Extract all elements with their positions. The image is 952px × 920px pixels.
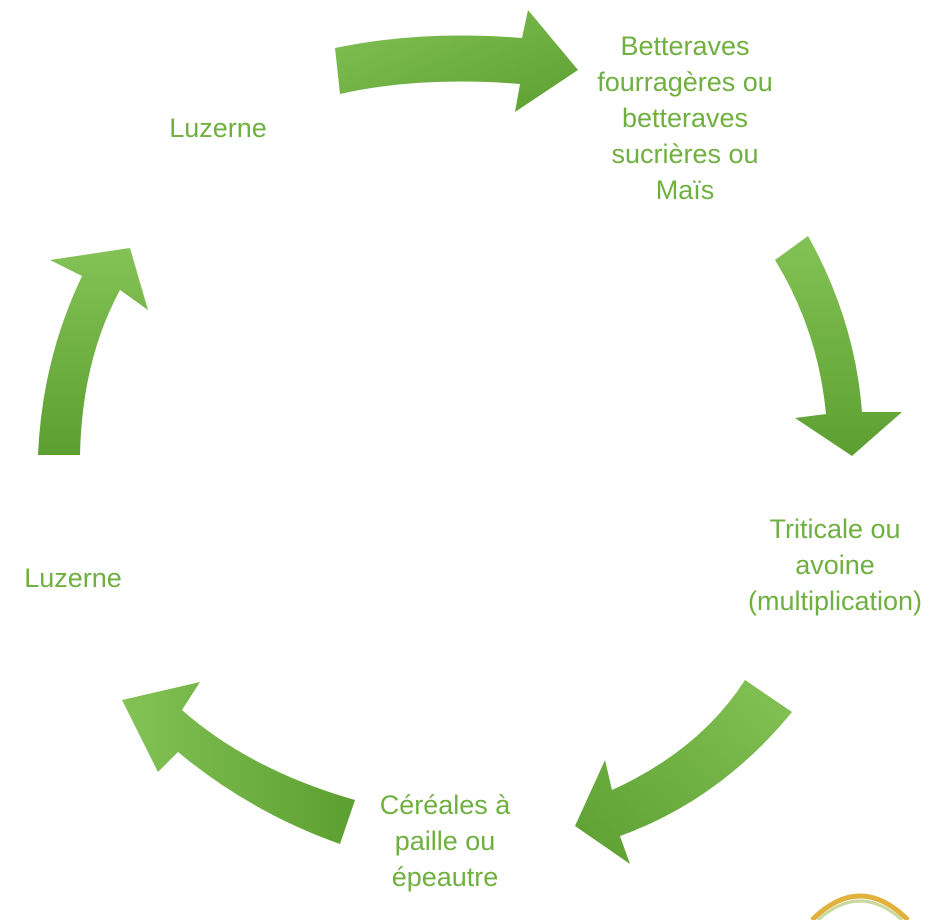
node-luzerne-top: Luzerne xyxy=(169,113,267,143)
node-triticale: Triticale ou avoine (multiplication) xyxy=(747,514,923,616)
arrow-triticale-to-cereales xyxy=(575,680,792,864)
node-luzerne-left: Luzerne xyxy=(24,563,122,593)
node-cereales: Céréales à paille ou épeautre xyxy=(379,790,511,892)
arrow-luzerne-to-betteraves xyxy=(335,10,578,112)
arrow-cereales-to-luzerne xyxy=(122,682,355,844)
corner-logo xyxy=(810,893,910,920)
arrow-betteraves-to-triticale xyxy=(775,236,902,456)
node-betteraves: Betteraves fourragères ou betteraves suc… xyxy=(597,31,773,205)
arrow-luzerne-to-luzerne-top xyxy=(38,248,148,455)
